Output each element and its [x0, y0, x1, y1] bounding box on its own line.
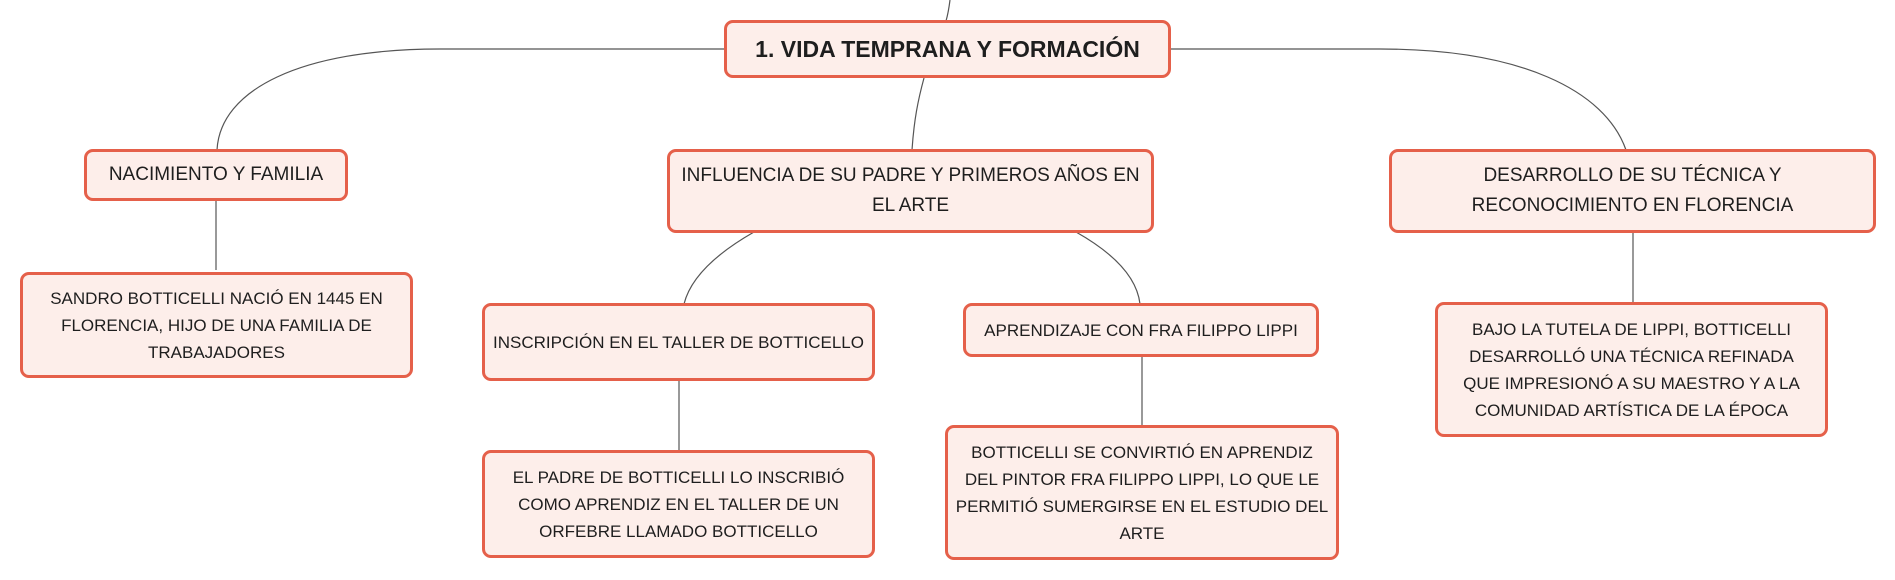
- connector-parent-to-root: [945, 0, 951, 22]
- detail-desarrollo-text: BAJO LA TUTELA DE LIPPI, BOTTICELLI DESA…: [1463, 319, 1800, 420]
- topic-nacimiento-y-familia[interactable]: NACIMIENTO Y FAMILIA: [84, 149, 348, 201]
- topic-nacimiento-y-familia-label: NACIMIENTO Y FAMILIA: [108, 164, 324, 185]
- detail-inscripcion-text: EL PADRE DE BOTTICELLI LO INSCRIBIÓ COMO…: [512, 467, 845, 541]
- connector-influencia-to-inscripcion: [683, 231, 755, 305]
- detail-aprendizaje[interactable]: BOTTICELLI SE CONVIRTIÓ EN APRENDIZ DEL …: [945, 425, 1339, 560]
- root-topic[interactable]: 1. VIDA TEMPRANA Y FORMACIÓN: [724, 20, 1171, 78]
- connector-root-to-influencia: [911, 77, 925, 151]
- connector-root-to-desarrollo: [1171, 48, 1627, 151]
- detail-nacimiento-text: SANDRO BOTTICELLI NACIÓ EN 1445 EN FLORE…: [50, 288, 383, 362]
- topic-influencia-de-su-padre-label: INFLUENCIA DE SU PADRE Y PRIMEROS AÑOS E…: [681, 165, 1140, 216]
- subtopic-inscripcion-taller[interactable]: INSCRIPCIÓN EN EL TALLER DE BOTTICELLO: [482, 303, 875, 381]
- subtopic-inscripcion-taller-label: INSCRIPCIÓN EN EL TALLER DE BOTTICELLO: [493, 332, 864, 352]
- detail-aprendizaje-text: BOTTICELLI SE CONVIRTIÓ EN APRENDIZ DEL …: [955, 442, 1329, 543]
- detail-nacimiento[interactable]: SANDRO BOTTICELLI NACIÓ EN 1445 EN FLORE…: [20, 272, 413, 378]
- connector-root-to-nacimiento: [216, 48, 724, 151]
- subtopic-aprendizaje-lippi-label: APRENDIZAJE CON FRA FILIPPO LIPPI: [984, 320, 1298, 340]
- topic-desarrollo-de-su-tecnica[interactable]: DESARROLLO DE SU TÉCNICA Y RECONOCIMIENT…: [1389, 149, 1876, 233]
- root-topic-label: 1. VIDA TEMPRANA Y FORMACIÓN: [755, 36, 1140, 62]
- connector-influencia-to-aprendizaje: [1075, 231, 1141, 305]
- detail-desarrollo[interactable]: BAJO LA TUTELA DE LIPPI, BOTTICELLI DESA…: [1435, 302, 1828, 437]
- topic-desarrollo-de-su-tecnica-label: DESARROLLO DE SU TÉCNICA Y RECONOCIMIENT…: [1471, 165, 1794, 216]
- subtopic-aprendizaje-lippi[interactable]: APRENDIZAJE CON FRA FILIPPO LIPPI: [963, 303, 1319, 357]
- detail-inscripcion[interactable]: EL PADRE DE BOTTICELLI LO INSCRIBIÓ COMO…: [482, 450, 875, 558]
- topic-influencia-de-su-padre[interactable]: INFLUENCIA DE SU PADRE Y PRIMEROS AÑOS E…: [667, 149, 1154, 233]
